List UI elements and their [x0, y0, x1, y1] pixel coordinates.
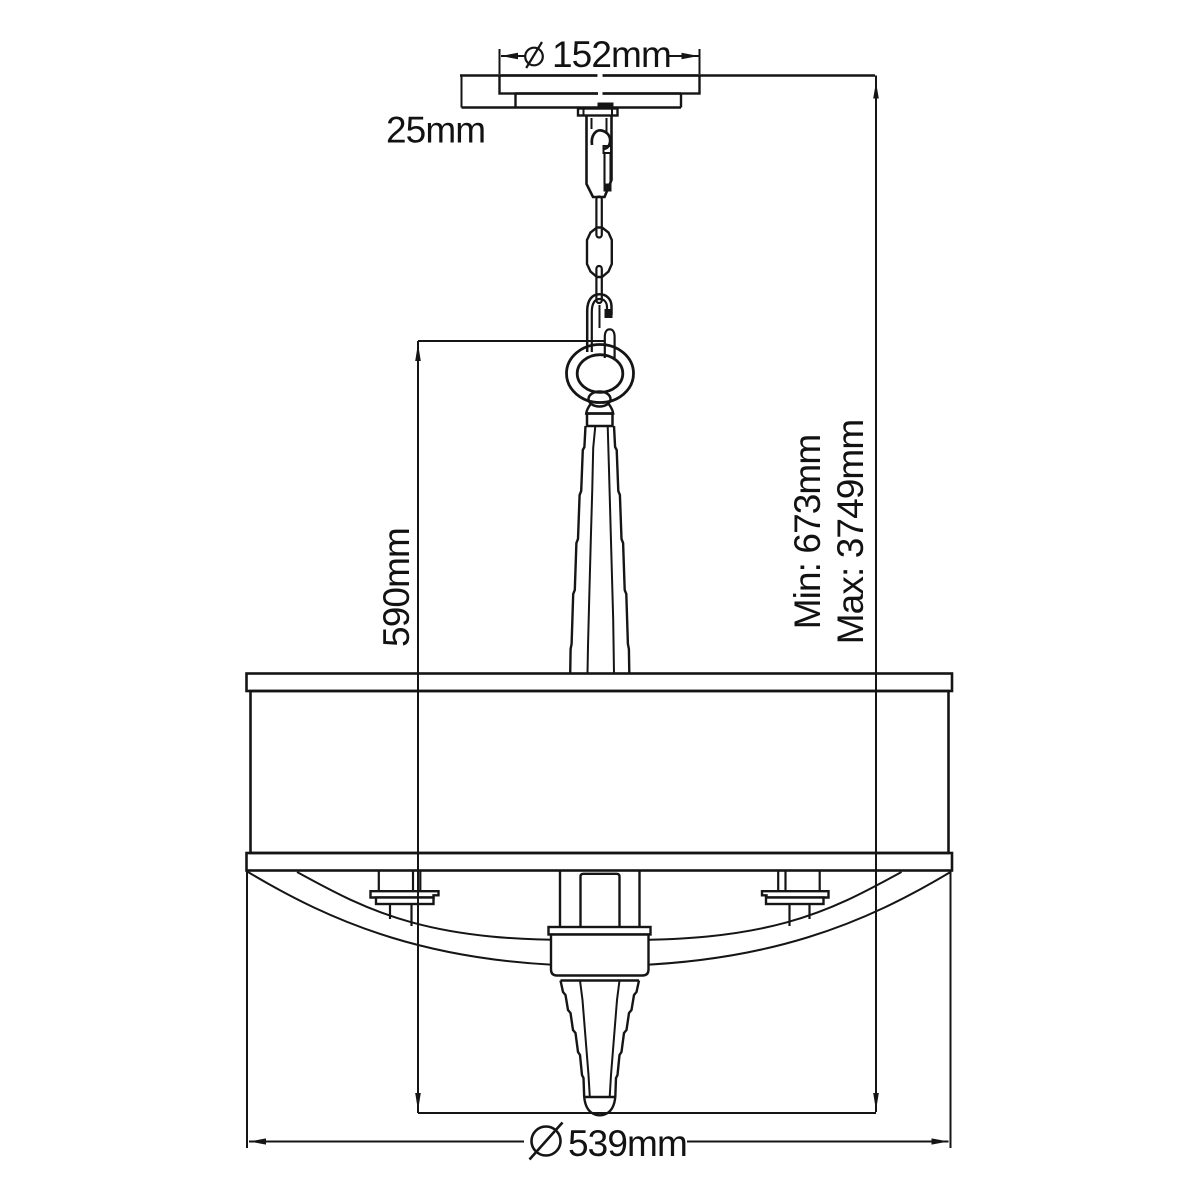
- svg-text:590mm: 590mm: [376, 528, 417, 647]
- svg-text:25mm: 25mm: [386, 110, 485, 151]
- svg-text:539mm: 539mm: [568, 1123, 687, 1164]
- svg-text:Max: 3749mm: Max: 3749mm: [830, 420, 871, 645]
- svg-text:152mm: 152mm: [552, 34, 671, 75]
- svg-text:Min: 673mm: Min: 673mm: [787, 435, 828, 630]
